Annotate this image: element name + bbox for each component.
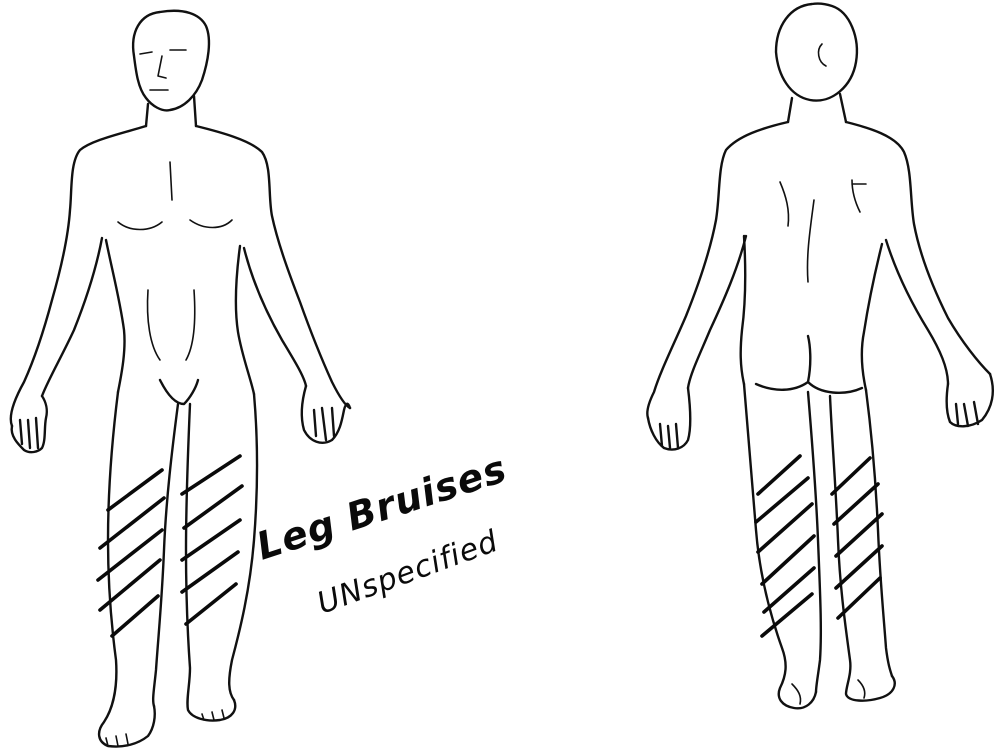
front-face-nose: [158, 56, 166, 78]
annotation: Leg Bruises UNspecified: [251, 446, 512, 621]
back-left-hand: [648, 388, 690, 450]
front-torso-right: [196, 126, 350, 408]
back-left-arm-inner: [688, 236, 746, 388]
bruise-hatch-mark: [832, 458, 870, 494]
bruise-hatch-mark: [184, 486, 242, 528]
bruise-hatch-mark: [182, 456, 240, 494]
front-right-leg-outer: [229, 394, 257, 700]
back-shoulder-blades: [780, 180, 866, 226]
bruise-hatch-mark: [762, 594, 812, 636]
back-right-hand: [947, 374, 993, 426]
bruise-hatch-mark: [834, 484, 878, 524]
front-right-leg-inner: [186, 404, 235, 721]
bruise-hatch-mark: [186, 584, 236, 624]
bruise-hatch-mark: [836, 514, 882, 556]
back-right-leg-inner: [830, 396, 895, 701]
back-ear: [819, 44, 826, 66]
front-torso-side-left: [106, 240, 125, 392]
back-neck: [788, 94, 846, 122]
back-right-arm-inner: [886, 240, 948, 384]
front-left-arm-inner: [42, 238, 102, 396]
front-sternum: [170, 162, 172, 200]
front-abdomen: [148, 290, 195, 360]
front-right-hand: [302, 386, 350, 443]
bruise-hatch-mark: [838, 578, 880, 618]
back-torso-side-right: [862, 244, 882, 390]
front-head-outline: [133, 11, 209, 111]
back-right-leg-outer: [866, 390, 892, 676]
back-buttocks: [756, 336, 862, 393]
front-body-figure: [11, 11, 350, 747]
back-body-figure: [647, 4, 993, 709]
back-right-heel: [858, 680, 865, 698]
front-torso-side-right: [236, 246, 254, 394]
front-left-toes: [106, 734, 128, 746]
front-chest-right: [190, 220, 232, 228]
front-groin: [160, 380, 198, 404]
front-left-leg-inner: [153, 404, 178, 706]
back-spine: [807, 200, 814, 282]
back-left-heel: [792, 684, 801, 704]
back-torso-right: [846, 122, 990, 374]
bruise-hatch-mark: [112, 596, 158, 636]
front-right-arm-inner: [244, 248, 306, 386]
bruise-hatch-mark: [182, 552, 238, 592]
back-torso-left: [647, 122, 788, 418]
back-head-outline: [776, 4, 857, 101]
bruise-hatch-mark: [182, 520, 240, 560]
front-torso-left: [11, 126, 146, 426]
front-face-eyes: [140, 50, 186, 54]
front-right-toes: [202, 710, 224, 720]
back-torso-side-left: [741, 236, 746, 384]
front-left-hand: [12, 396, 47, 452]
front-chest-left: [118, 222, 162, 230]
